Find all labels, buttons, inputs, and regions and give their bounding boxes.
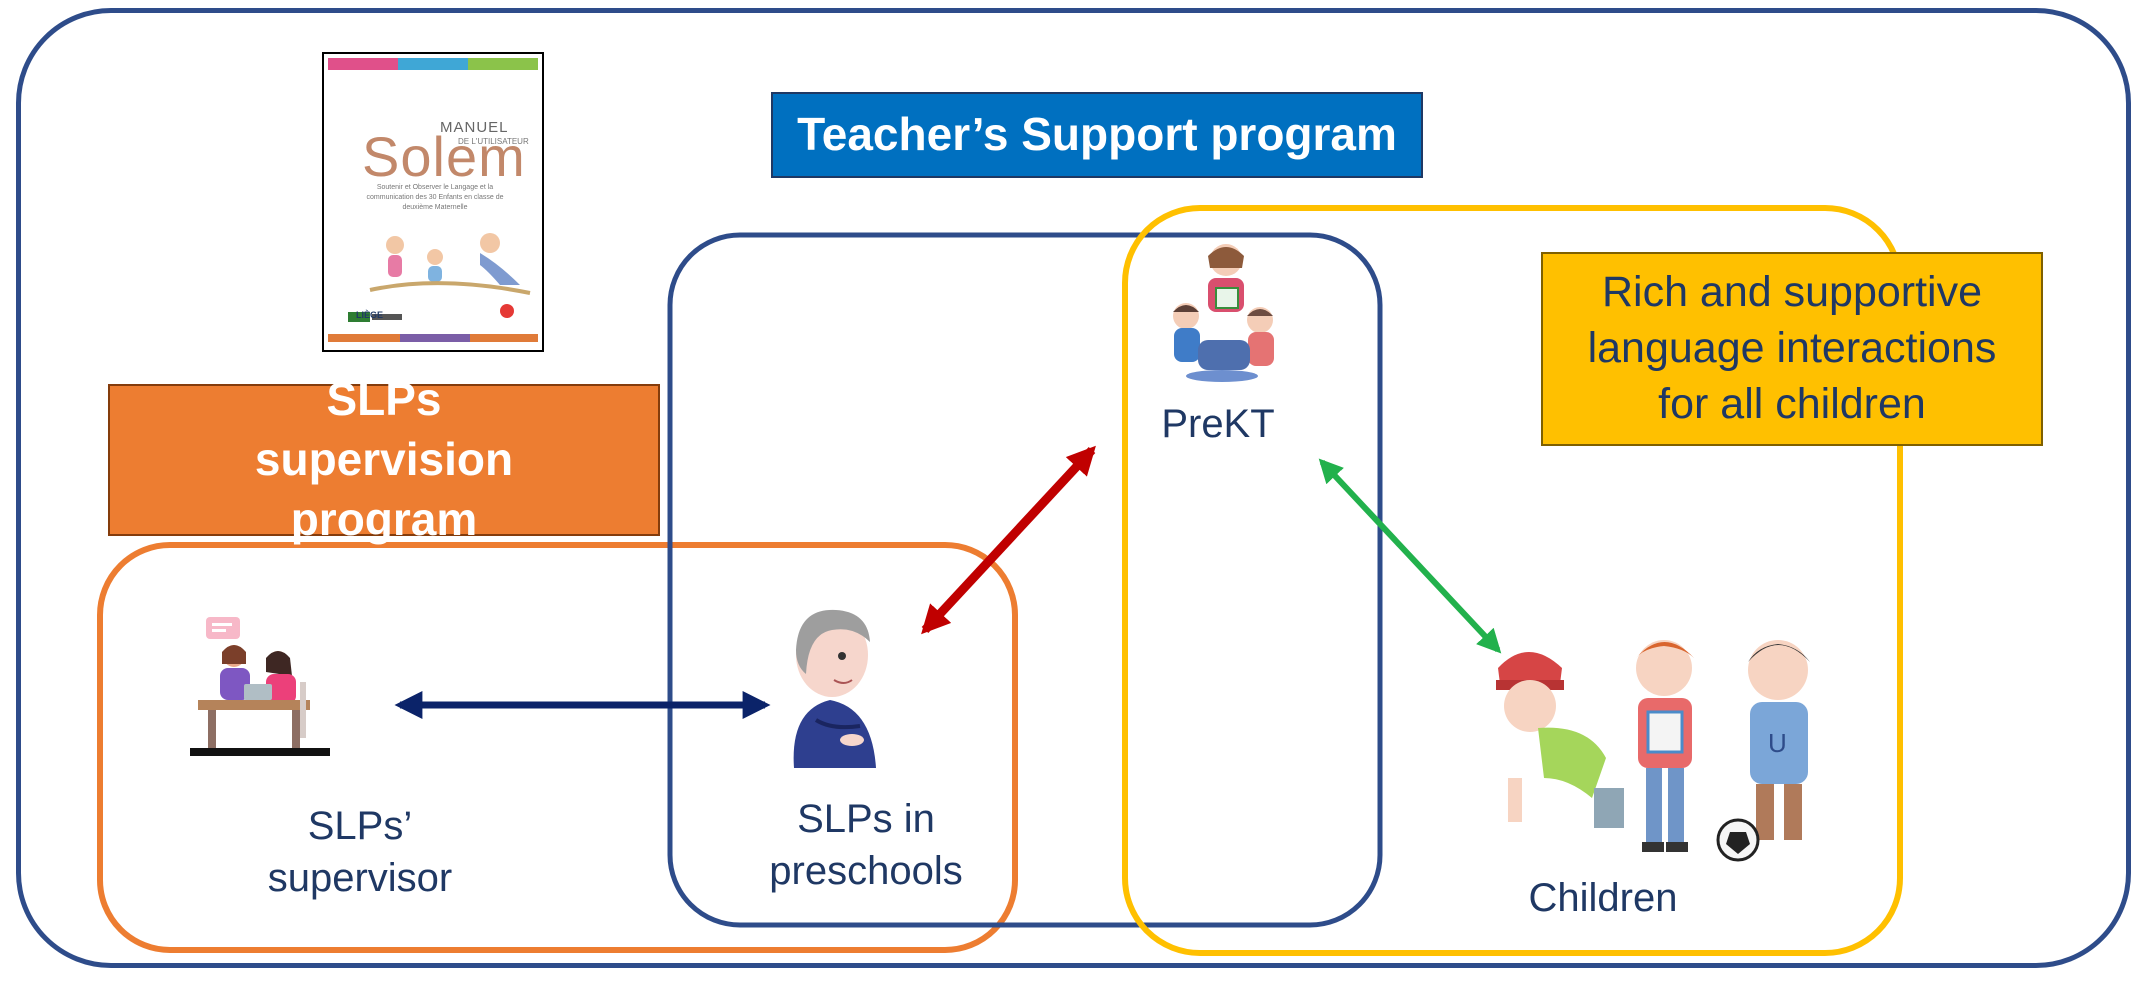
interactions-region [1122,205,1903,956]
outer-frame [16,8,2131,968]
manual-title: Solem [362,125,526,188]
manual-description: Soutenir et Observer le Langage et la co… [366,184,504,211]
slp-person-icon [793,609,876,768]
manual-cover-icon [322,52,544,352]
children-label: Children [1528,876,1678,920]
supervisor-label: SLPs’ supervisor [267,804,453,900]
teacher-reading-icon [1173,244,1274,382]
manual-sub-text: DE L'UTILISATEUR [458,137,529,146]
slp-supervision-region [97,542,1018,953]
manual-top-text: MANUEL [440,119,509,136]
supervisor-meeting-icon [190,617,330,756]
teacher-support-title: Teacher’s Support program [771,92,1423,178]
slp-supervision-title: SLPs supervision program [108,373,660,545]
children-group-icon: U [1496,640,1810,862]
prekt-children-arrow [1318,458,1502,654]
slp-prekt-arrow [921,445,1096,635]
svg-text:U: U [1768,728,1787,758]
manual-logo: LIÈGE [356,310,384,320]
prekt-label: PreKT [1161,402,1275,446]
slps-label: SLPs in preschools [769,797,963,893]
rich-interactions-title: Rich and supportive language interaction… [1541,252,2043,446]
